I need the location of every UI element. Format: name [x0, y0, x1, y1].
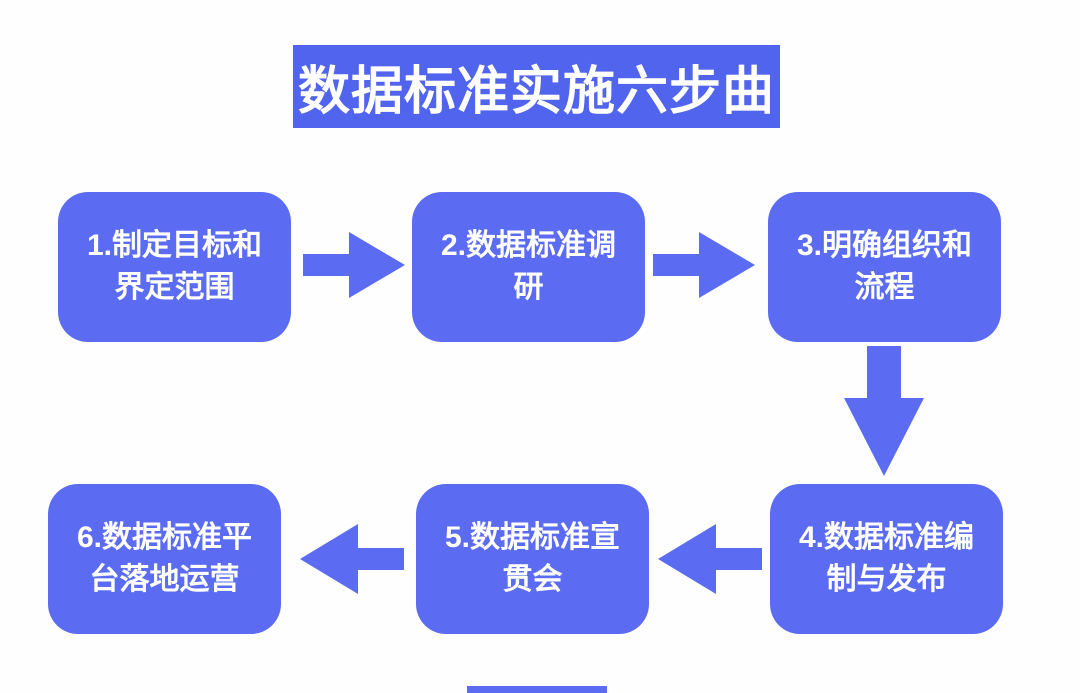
arrow-head: [658, 524, 716, 594]
arrow-head: [300, 524, 358, 594]
step-6-line-2: 台落地运营: [89, 563, 240, 596]
arrow-tail: [867, 346, 901, 398]
step-box-3: 3.明确组织和 流程: [768, 192, 1001, 342]
step-3-line-2: 流程: [854, 271, 915, 304]
arrow-tail: [303, 254, 349, 276]
step-box-2: 2.数据标准调 研: [412, 192, 645, 342]
step-6-line-1: 6.数据标准平: [76, 521, 253, 554]
step-5-line-1: 5.数据标准宣: [444, 521, 621, 554]
step-box-6: 6.数据标准平 台落地运营: [48, 484, 281, 634]
step-4-line-1: 4.数据标准编: [798, 521, 975, 554]
diagram-title: 数据标准实施六步曲: [293, 45, 780, 128]
step-2-line-1: 2.数据标准调: [440, 229, 617, 262]
arrow-tail: [716, 548, 762, 570]
arrow-right-icon-2-3: [653, 232, 755, 298]
arrow-head: [349, 232, 405, 298]
step-2-line-2: 研: [513, 271, 544, 304]
step-5-line-2: 贯会: [502, 563, 563, 596]
arrow-tail: [653, 254, 699, 276]
step-box-5: 5.数据标准宣 贯会: [416, 484, 649, 634]
cutoff-bottom-bar: [467, 686, 607, 693]
step-4-line-2: 制与发布: [826, 563, 947, 596]
arrow-head: [844, 398, 924, 476]
arrow-down-icon-3-4: [844, 346, 924, 476]
step-3-line-1: 3.明确组织和: [796, 229, 973, 262]
arrow-right-icon-1-2: [303, 232, 405, 298]
arrow-left-icon-4-5: [658, 524, 762, 594]
step-box-4: 4.数据标准编 制与发布: [770, 484, 1003, 634]
arrow-head: [699, 232, 755, 298]
arrow-tail: [358, 548, 404, 570]
step-1-line-2: 界定范围: [114, 271, 235, 304]
arrow-left-icon-5-6: [300, 524, 404, 594]
step-1-line-1: 1.制定目标和: [86, 229, 263, 262]
step-box-1: 1.制定目标和 界定范围: [58, 192, 291, 342]
